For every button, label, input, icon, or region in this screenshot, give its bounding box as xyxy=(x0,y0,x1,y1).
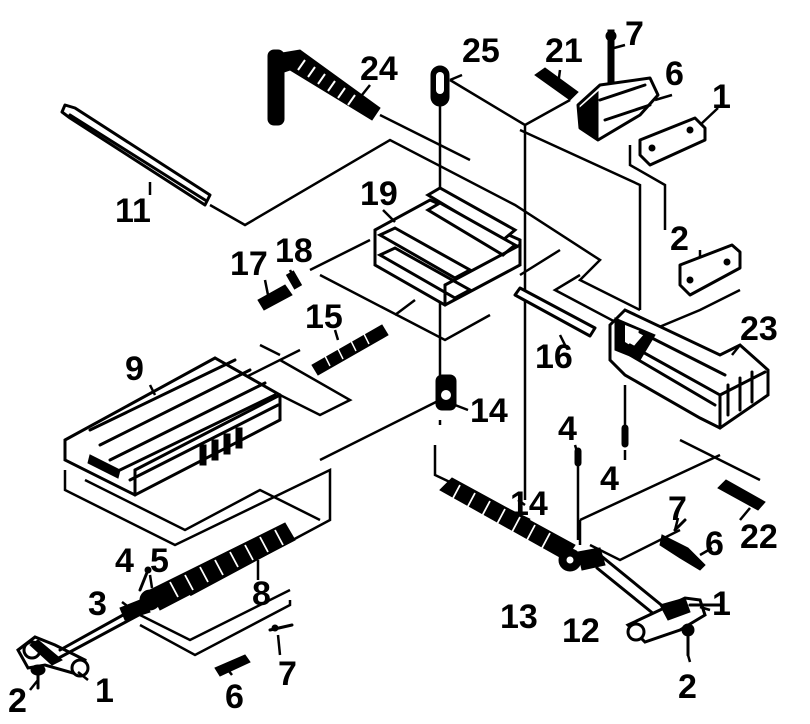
callout-24: 6 xyxy=(665,55,684,93)
callout-3: 3 xyxy=(88,585,107,623)
part-24-bracket xyxy=(576,29,660,142)
callout-6-left: 6 xyxy=(225,678,244,716)
callout-2-right: 2 xyxy=(678,668,697,706)
callout-4-right-a: 4 xyxy=(558,410,577,448)
callout-8: 8 xyxy=(252,575,271,613)
callout-23-top: 1 xyxy=(712,78,731,116)
callout-17: 11 xyxy=(115,192,151,230)
part-16-nut xyxy=(285,270,303,290)
leader-lines xyxy=(29,43,751,691)
callout-16: 18 xyxy=(275,232,313,270)
part-2-pin-right xyxy=(681,623,695,657)
part-19-screw-top xyxy=(534,67,579,101)
part-13-clip xyxy=(435,374,457,411)
callout-7-left: 7 xyxy=(278,655,297,693)
part-23-plate-top xyxy=(638,116,707,167)
callout-6-right: 6 xyxy=(705,525,724,563)
part-23-plate-lower xyxy=(678,243,742,297)
callout-19-lower: 22 xyxy=(740,518,778,556)
callout-1-right: 1 xyxy=(712,585,731,623)
callout-labels: 11 24 25 21 7 6 1 2 19 17 18 15 16 23 9 … xyxy=(8,15,778,720)
part-14-spring-left xyxy=(311,324,389,376)
part-20-shoe-assembly xyxy=(608,308,770,430)
callout-25: 7 xyxy=(625,15,644,53)
part-17-rod xyxy=(60,103,212,207)
part-9-shoe-assembly xyxy=(63,356,282,497)
part-22-pin xyxy=(430,65,450,107)
callout-9: 9 xyxy=(125,350,144,388)
callout-11: 13 xyxy=(500,598,538,636)
callout-22: 25 xyxy=(462,32,500,70)
part-10-11-clevis-right xyxy=(558,547,667,617)
part-21-threaded-bolt xyxy=(267,49,381,126)
callout-18: 19 xyxy=(360,175,398,213)
callout-1-left: 1 xyxy=(95,672,114,710)
part-14-rod-right xyxy=(513,286,597,338)
callout-4-right-b: 4 xyxy=(600,460,619,498)
callout-14-right: 16 xyxy=(535,338,573,376)
part-19-screw-lower xyxy=(717,479,766,511)
callout-21: 24 xyxy=(360,50,398,88)
callout-7-right: 7 xyxy=(668,490,687,528)
callout-23-lower: 2 xyxy=(670,220,689,258)
assembly-lines xyxy=(63,78,761,657)
callout-13: 14 xyxy=(470,392,508,430)
callout-12: 14 xyxy=(510,485,548,523)
callout-4-left: 4 xyxy=(115,542,134,580)
callout-10: 12 xyxy=(562,612,600,650)
part-15-screw xyxy=(257,284,293,311)
callout-15: 17 xyxy=(230,245,268,283)
part-12-spring-right xyxy=(439,477,576,561)
callout-14-left: 15 xyxy=(305,298,343,336)
part-6-7-left xyxy=(214,623,294,677)
callout-20: 23 xyxy=(740,310,778,348)
part-18-shoe-block xyxy=(373,186,522,307)
part-2-pin-left xyxy=(30,664,46,690)
callout-5: 5 xyxy=(150,542,169,580)
callout-19-top: 21 xyxy=(545,32,583,70)
callout-2-left: 2 xyxy=(8,682,27,720)
